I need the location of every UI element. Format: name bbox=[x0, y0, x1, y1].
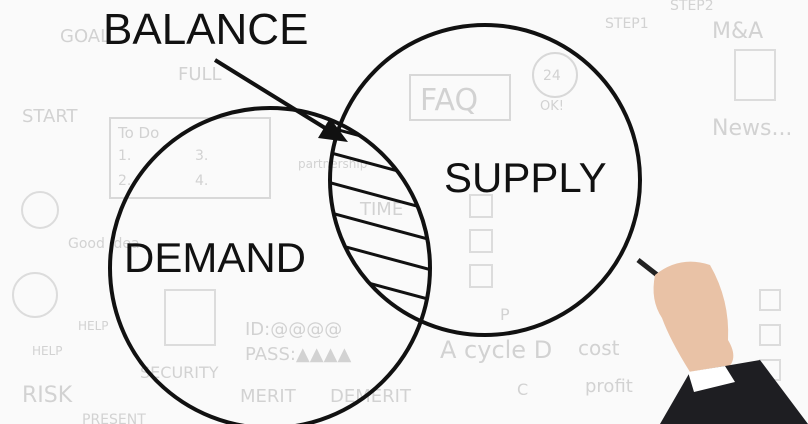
doodle-profit: profit bbox=[585, 376, 633, 397]
doodle-present: PRESENT bbox=[82, 412, 146, 424]
demand-label: DEMAND bbox=[124, 234, 306, 281]
doodle-cost: cost bbox=[578, 336, 620, 360]
doodle-todo-2: 2. bbox=[118, 173, 131, 189]
doodle-ok: OK! bbox=[540, 99, 564, 114]
demand-circle bbox=[108, 106, 432, 424]
doodle-todo-3: 3. bbox=[195, 148, 208, 164]
supply-label: SUPPLY bbox=[444, 154, 607, 201]
doodle-ma: M&A bbox=[712, 19, 763, 44]
doodle-help-2: HELP bbox=[32, 344, 63, 358]
doodle-risk: RISK bbox=[22, 383, 73, 408]
doodle-demerit: DEMERIT bbox=[330, 386, 412, 407]
doodle-step2: STEP2 bbox=[670, 0, 714, 14]
supply-circle bbox=[328, 23, 642, 337]
hand-with-pen bbox=[636, 258, 808, 424]
doodle-c: C bbox=[517, 380, 528, 399]
doodle-p: P bbox=[500, 305, 510, 324]
doodle-cycle: A cycle D bbox=[440, 336, 552, 364]
background-doodles: GOAL START FULL To Do 1. 2. 3. 4. FAQ 24… bbox=[12, 0, 792, 424]
doodle-merit: MERIT bbox=[240, 386, 297, 407]
doodle-step1: STEP1 bbox=[605, 16, 649, 32]
doodle-news: News... bbox=[712, 116, 792, 141]
balance-label: BALANCE bbox=[103, 5, 308, 54]
doodle-24: 24 bbox=[543, 68, 561, 84]
doodle-todo-4: 4. bbox=[195, 173, 208, 189]
doodle-faq: FAQ bbox=[420, 83, 478, 118]
doodle-help-1: HELP bbox=[78, 319, 109, 333]
arrow-icon bbox=[213, 58, 348, 142]
doodle-full: FULL bbox=[178, 64, 222, 85]
doodle-goal: GOAL bbox=[60, 26, 110, 47]
doodle-pass: PASS:▲▲▲▲ bbox=[245, 344, 351, 365]
doodle-security: SECURITY bbox=[140, 363, 219, 382]
doodle-time: TIME bbox=[359, 199, 403, 220]
doodle-todo-1: 1. bbox=[118, 148, 131, 164]
doodle-id: ID:@@@@ bbox=[245, 319, 342, 340]
doodle-start: START bbox=[22, 106, 79, 127]
doodle-todo: To Do bbox=[117, 124, 159, 142]
doodle-good-idea: Good Idea bbox=[68, 236, 140, 252]
